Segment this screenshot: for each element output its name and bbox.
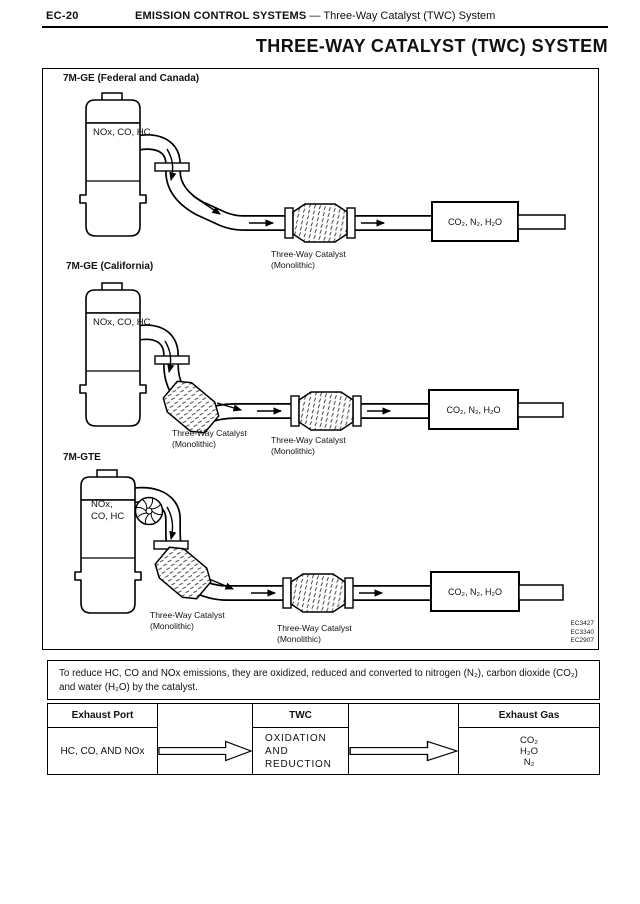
- flow-table: Exhaust Port HC, CO, AND NOx TWC OXIDATI…: [47, 703, 600, 775]
- exhaust-pipe-bore: [120, 135, 437, 230]
- column-header: Exhaust Port: [48, 704, 157, 728]
- flow-arrow-icon: [349, 740, 458, 761]
- flow-col-exhaust-gas: Exhaust Gas CO₂ H₂O N₂: [459, 704, 599, 774]
- flow-col-twc: TWC OXIDATION AND REDUCTION: [253, 704, 349, 774]
- page-title: THREE-WAY CATALYST (TWC) SYSTEM: [255, 36, 608, 56]
- note-text: To reduce HC, CO and NOx emissions, they…: [59, 668, 578, 693]
- catalyst-label: Three-Way Catalyst (Monolithic): [271, 435, 346, 456]
- engine-outline: [79, 282, 147, 427]
- three-way-catalyst: [284, 203, 356, 243]
- variant-label-gte: 7M-GTE: [63, 452, 101, 463]
- subsection-title: — Three-Way Catalyst (TWC) System: [309, 10, 496, 22]
- flow-arrow: [164, 340, 175, 374]
- column-header: [158, 704, 252, 727]
- engine-gases-label: NOx, CO, HC: [91, 499, 125, 522]
- engine-outline: [79, 92, 147, 237]
- flow-arrow-cell: [349, 704, 459, 774]
- column-body: HC, CO, AND NOx: [60, 745, 145, 757]
- header-rule: [42, 26, 608, 28]
- variant-label-california: 7M-GE (California): [66, 261, 154, 272]
- figure-code: EC2907: [570, 637, 595, 644]
- flow-arrow-icon: [158, 740, 252, 761]
- muffler-gases-label: CO₂, N₂, H₂O: [446, 404, 501, 415]
- flow-arrow: [166, 506, 177, 541]
- figure-codes: EC3427 EC3340 EC2907: [571, 620, 595, 646]
- column-body: OXIDATION AND REDUCTION: [265, 732, 332, 770]
- figure-code: EC3427: [570, 620, 595, 627]
- variant-label-federal: 7M-GE (Federal and Canada): [63, 73, 200, 84]
- three-way-catalyst: [290, 391, 362, 431]
- figure-code: EC3340: [570, 628, 595, 636]
- column-header: [349, 704, 458, 727]
- diagram-7mge-federal-art: [79, 92, 566, 243]
- column-header: Exhaust Gas: [459, 704, 599, 728]
- tailpipe: [517, 214, 566, 230]
- catalyst-label: Three-Way Catalyst (Monolithic): [277, 623, 352, 644]
- page-number: EC-20: [46, 10, 79, 22]
- flow-arrow: [166, 148, 177, 182]
- muffler-box: [430, 571, 520, 612]
- flow-arrow: [192, 195, 221, 215]
- diagram-7mgte-art: [74, 469, 564, 614]
- catalyst-label: Three-Way Catalyst (Monolithic): [150, 610, 225, 631]
- diagram-7mge-california-art: [79, 282, 564, 440]
- flow-col-exhaust-port: Exhaust Port HC, CO, AND NOx: [48, 704, 158, 774]
- column-body: [349, 727, 458, 774]
- engine-outline: [74, 469, 142, 614]
- flow-arrow: [216, 402, 243, 412]
- muffler-box: [431, 201, 519, 242]
- engine-gases-label: NOx, CO, HC: [93, 317, 151, 328]
- column-body: CO₂ H₂O N₂: [520, 734, 538, 768]
- engine-gases-label: NOx, CO, HC: [93, 127, 151, 138]
- tailpipe: [518, 584, 564, 601]
- section-title: EMISSION CONTROL SYSTEMS: [135, 10, 307, 22]
- running-header: EMISSION CONTROL SYSTEMS — Three-Way Cat…: [135, 10, 495, 22]
- pipe-flange: [154, 355, 190, 365]
- muffler-gases-label: CO₂, N₂, H₂O: [448, 586, 502, 597]
- muffler-box: [428, 389, 519, 430]
- muffler-gases-label: CO₂, N₂, H₂O: [448, 216, 502, 227]
- turbocharger-icon: [134, 496, 164, 526]
- column-header: TWC: [253, 704, 348, 728]
- catalyst-label: Three-Way Catalyst (Monolithic): [172, 428, 247, 449]
- column-body: [158, 727, 252, 774]
- flow-arrow: [208, 578, 235, 590]
- catalyst-label: Three-Way Catalyst (Monolithic): [271, 249, 346, 270]
- tailpipe: [517, 402, 564, 418]
- three-way-catalyst: [282, 573, 354, 613]
- flow-arrow-cell: [158, 704, 253, 774]
- exhaust-system-diagrams: [74, 92, 566, 614]
- note-box: To reduce HC, CO and NOx emissions, they…: [47, 660, 600, 700]
- figure-box: 7M-GE (Federal and Canada) NOx, CO, HC T…: [42, 68, 599, 650]
